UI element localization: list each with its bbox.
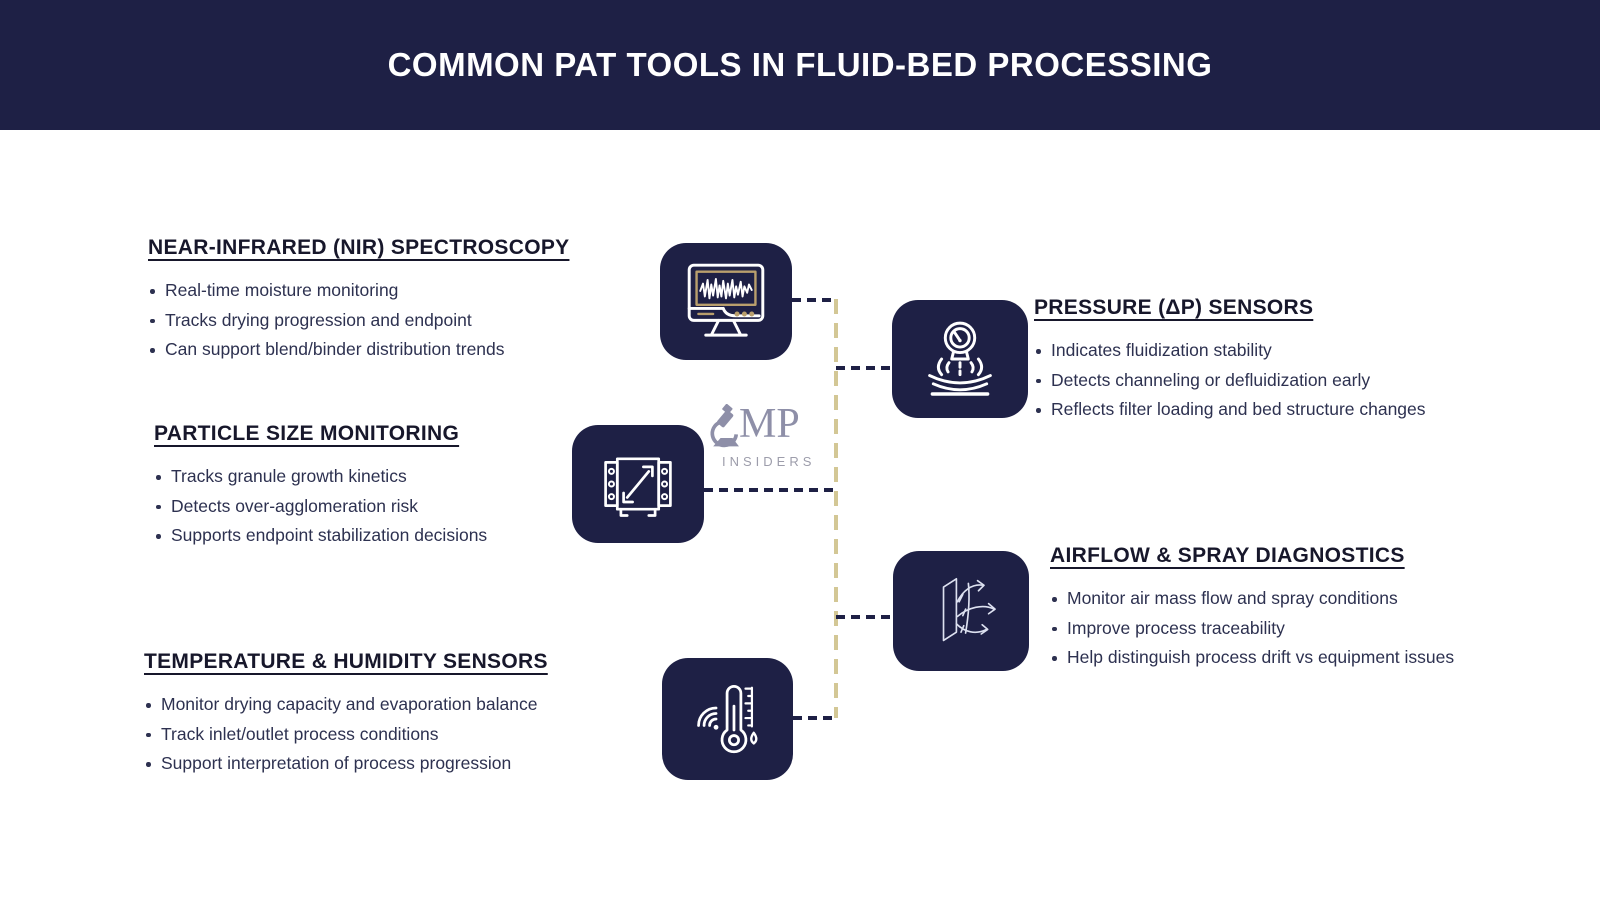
section-temperature-humidity: TEMPERATURE & HUMIDITY SENSORS Monitor d…: [144, 650, 654, 779]
airflow-connector-line: [836, 615, 893, 619]
nir-connector-line: [792, 298, 836, 302]
temperature-connector-line: [793, 716, 836, 720]
bullet-item: Help distinguish process drift vs equipm…: [1050, 643, 1580, 673]
temperature-icon-tile: [662, 658, 793, 780]
particle-connector-line: [704, 488, 836, 492]
particle-size-icon: [604, 457, 672, 517]
gmp-insiders-logo: MP INSIDERS: [708, 401, 816, 469]
bullet-item: Tracks drying progression and endpoint: [148, 306, 638, 336]
nir-title: NEAR-INFRARED (NIR) SPECTROSCOPY: [148, 236, 570, 259]
bullet-item: Real-time moisture monitoring: [148, 276, 638, 306]
section-nir: NEAR-INFRARED (NIR) SPECTROSCOPY Real-ti…: [148, 236, 638, 365]
bullet-item: Track inlet/outlet process conditions: [144, 720, 654, 750]
bullet-item: Tracks granule growth kinetics: [154, 462, 634, 492]
temperature-humidity-bullet-list: Monitor drying capacity and evaporation …: [144, 690, 654, 779]
bullet-item: Can support blend/binder distribution tr…: [148, 335, 638, 365]
temperature-humidity-icon: [696, 684, 757, 754]
pressure-bullet-list: Indicates fluidization stability Detects…: [1034, 336, 1544, 425]
nir-bullet-list: Real-time moisture monitoring Tracks dry…: [148, 276, 638, 365]
bullet-item: Indicates fluidization stability: [1034, 336, 1544, 366]
airflow-spray-icon: [942, 577, 996, 642]
particle-size-title: PARTICLE SIZE MONITORING: [154, 422, 460, 445]
page-title: COMMON PAT TOOLS IN FLUID-BED PROCESSING: [387, 46, 1213, 83]
particle-size-icon-tile: [572, 425, 704, 543]
bullet-item: Improve process traceability: [1050, 614, 1580, 644]
bullet-item: Detects over-agglomeration risk: [154, 492, 634, 522]
header-banner: COMMON PAT TOOLS IN FLUID-BED PROCESSING: [0, 0, 1600, 130]
temperature-humidity-title: TEMPERATURE & HUMIDITY SENSORS: [144, 650, 548, 673]
bullet-item: Monitor air mass flow and spray conditio…: [1050, 584, 1580, 614]
section-particle-size: PARTICLE SIZE MONITORING Tracks granule …: [154, 422, 634, 551]
pressure-icon-tile: [892, 300, 1028, 418]
airflow-spray-title: AIRFLOW & SPRAY DIAGNOSTICS: [1050, 544, 1405, 567]
pressure-title: PRESSURE (ΔP) SENSORS: [1034, 296, 1314, 319]
center-connector-line: [834, 299, 838, 718]
microscope-icon: [710, 404, 739, 448]
airflow-spray-bullet-list: Monitor air mass flow and spray conditio…: [1050, 584, 1580, 673]
bullet-item: Detects channeling or defluidization ear…: [1034, 366, 1544, 396]
bullet-item: Reflects filter loading and bed structur…: [1034, 395, 1544, 425]
airflow-icon-tile: [893, 551, 1029, 671]
section-airflow-spray: AIRFLOW & SPRAY DIAGNOSTICS Monitor air …: [1050, 544, 1580, 673]
bullet-item: Monitor drying capacity and evaporation …: [144, 690, 654, 720]
logo-mp-text: MP: [739, 401, 800, 447]
nir-monitor-icon: [687, 263, 765, 337]
nir-icon-tile: [660, 243, 792, 360]
section-pressure: PRESSURE (ΔP) SENSORS Indicates fluidiza…: [1034, 296, 1544, 425]
bullet-item: Support interpretation of process progre…: [144, 749, 654, 779]
bullet-item: Supports endpoint stabilization decision…: [154, 521, 634, 551]
pressure-connector-line: [836, 366, 892, 370]
pressure-gauge-icon: [928, 321, 992, 396]
particle-size-bullet-list: Tracks granule growth kinetics Detects o…: [154, 462, 634, 551]
logo-row: MP: [708, 401, 815, 450]
logo-subtitle: INSIDERS: [722, 454, 816, 469]
